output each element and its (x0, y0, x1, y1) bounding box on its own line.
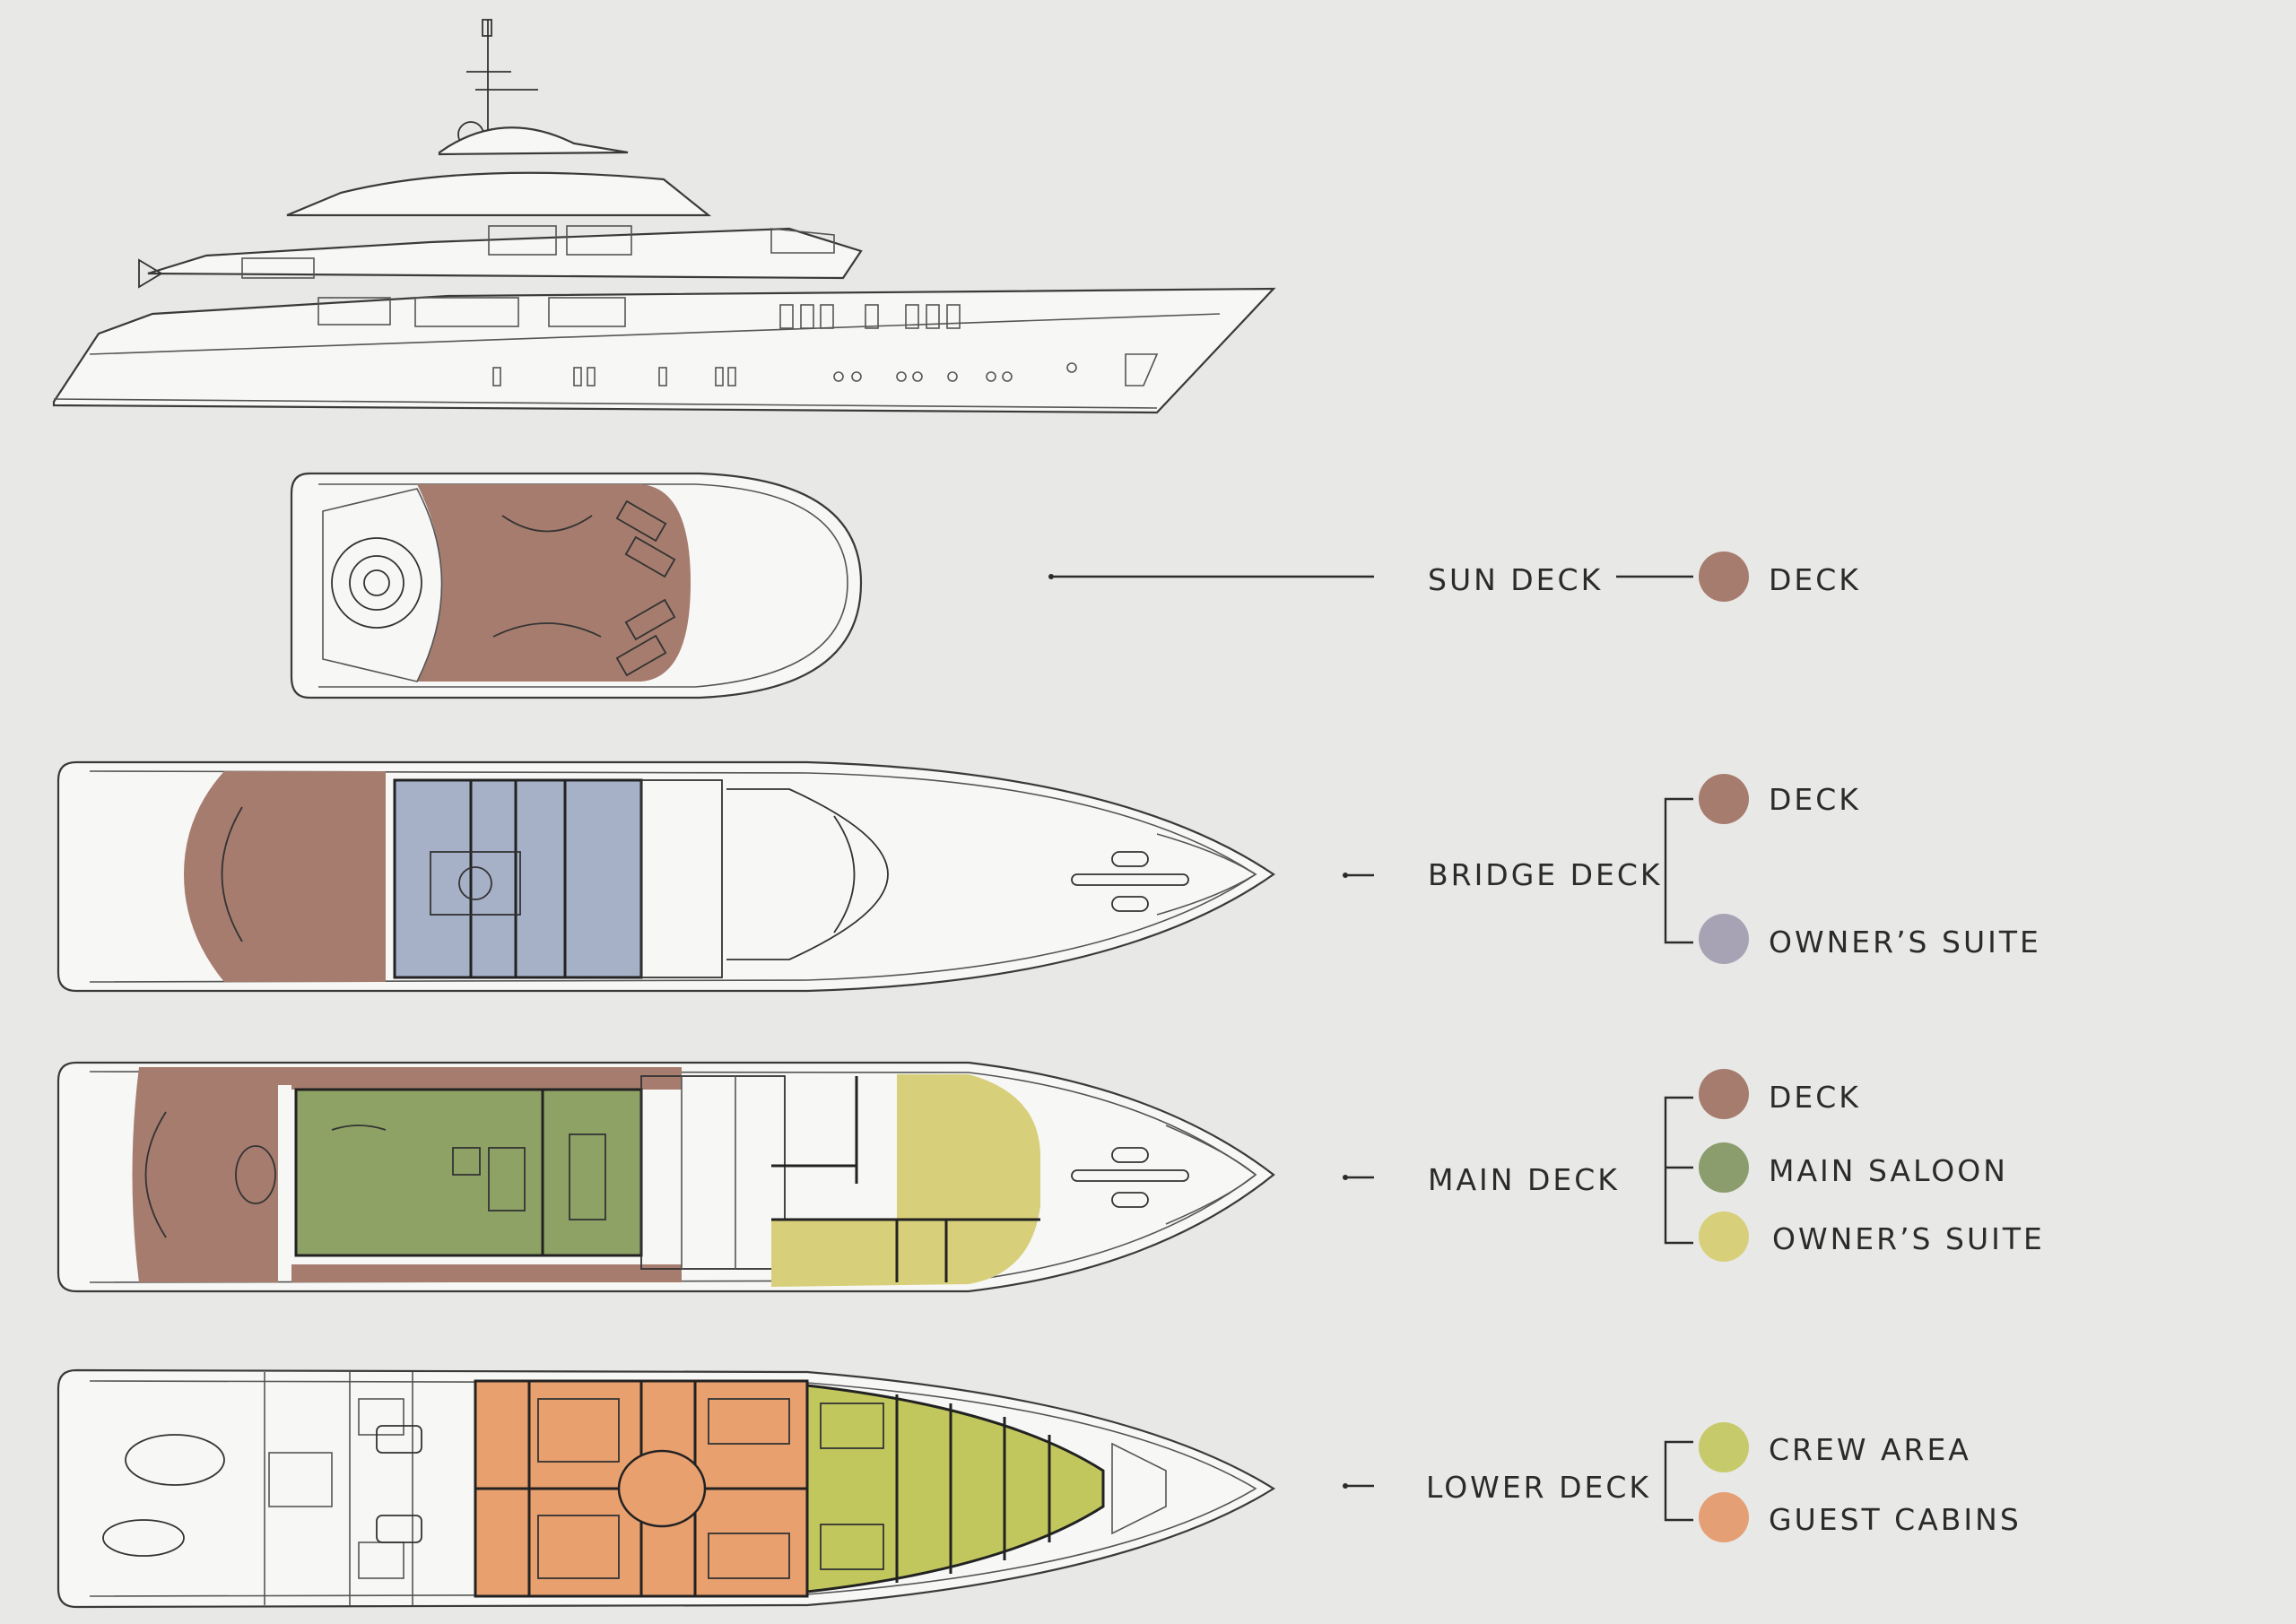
legend-main-deck: MAIN DECK DECK MAIN SALOON OWNER’S SUITE (1343, 1069, 2045, 1262)
sun-deck-deck-label: DECK (1769, 562, 1861, 597)
lower-deck-guest-swatch (1699, 1492, 1749, 1542)
yacht-profile-drawing (52, 19, 1276, 414)
bridge-deck-deck-swatch (1699, 774, 1749, 824)
legend-sun-deck: SUN DECK DECK (1048, 551, 1861, 602)
sun-deck-deck-swatch (1699, 551, 1749, 602)
bridge-deck-deck-label: DECK (1769, 782, 1861, 817)
legend-lower-deck: LOWER DECK CREW AREA GUEST CABINS (1343, 1422, 2022, 1542)
bridge-deck-owner-suite-swatch (1699, 914, 1749, 964)
main-deck-saloon-swatch (1699, 1142, 1749, 1193)
main-deck-title: MAIN DECK (1428, 1162, 1620, 1197)
lower-deck-crew-label: CREW AREA (1769, 1432, 1971, 1467)
main-deck-deck-label: DECK (1769, 1080, 1861, 1115)
main-deck-saloon-label: MAIN SALOON (1769, 1153, 2008, 1188)
sun-deck-title: SUN DECK (1428, 562, 1603, 597)
bridge-deck-owner-suite-label: OWNER’S SUITE (1769, 925, 2041, 960)
lower-deck-crew-swatch (1699, 1422, 1749, 1472)
bridge-deck-title: BRIDGE DECK (1428, 857, 1663, 892)
main-deck-owner-suite-swatch (1699, 1211, 1749, 1262)
main-deck-plan (57, 1061, 1275, 1293)
legend-bridge-deck: BRIDGE DECK DECK OWNER’S SUITE (1343, 774, 2041, 964)
bridge-deck-plan (57, 760, 1275, 993)
sun-deck-plan (290, 472, 863, 699)
main-deck-owner-suite-label: OWNER’S SUITE (1772, 1221, 2045, 1256)
lower-deck-title: LOWER DECK (1426, 1470, 1651, 1505)
bracket (1664, 797, 1693, 944)
lower-deck-guest-label: GUEST CABINS (1769, 1502, 2022, 1537)
lower-deck-plan (57, 1368, 1276, 1609)
main-deck-deck-swatch (1699, 1069, 1749, 1119)
